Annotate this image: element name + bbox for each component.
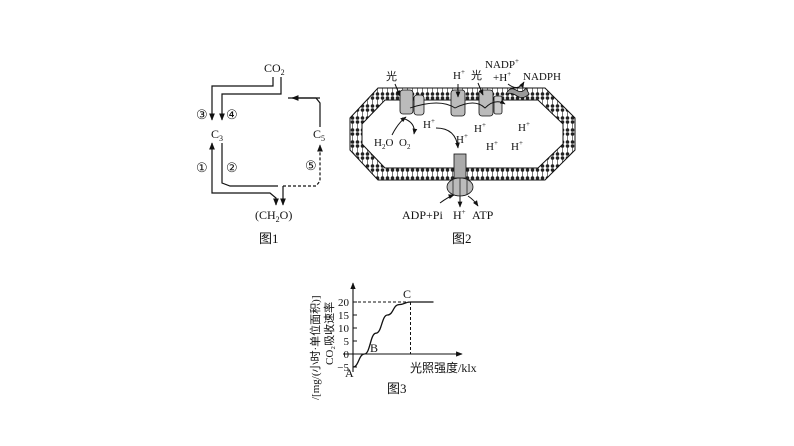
fig2-h-top: H+ — [453, 68, 465, 82]
fig2-light1: 光 — [386, 69, 397, 83]
fig2-atp-synthase-stalk — [453, 153, 467, 179]
fig2-h2o: H2O — [374, 137, 393, 151]
fig3-xlabel: 光照强度/klx — [410, 360, 477, 375]
fig2-h-inner5: H+ — [486, 139, 498, 153]
fig1-step2: ② — [226, 160, 238, 175]
fig2-photosystem-2 — [399, 89, 414, 115]
fig2-h-inner1: H+ — [423, 117, 435, 131]
fig1-co2-label: CO2 — [264, 61, 285, 77]
fig3-point-a: A — [345, 366, 354, 380]
fig2-caption: 图2 — [452, 231, 472, 246]
fig2-h-inner6: H+ — [511, 139, 523, 153]
fig2-o2: O2 — [399, 137, 411, 151]
fig2-h-inner3: H+ — [474, 121, 486, 135]
fig2-h-bottom: H+ — [453, 208, 466, 222]
fig2-h-inner2: H+ — [456, 132, 468, 146]
fig2-nadp: NADP+ — [485, 57, 519, 71]
fig1-calvin-cycle: CO2 C3 C5 ③ ④ ① ② ⑤ (CH2O) 图1 — [196, 61, 325, 246]
fig1-arrow-outer-top — [209, 77, 274, 121]
fig2-enzyme — [505, 87, 530, 98]
fig2-lumen — [361, 99, 564, 169]
fig1-arrow-inner-top — [219, 77, 282, 121]
fig3-ytick-label: 10 — [338, 323, 350, 335]
fig3-ytick-label: 15 — [338, 310, 350, 322]
fig2-thylakoid: 光 光 H+ NADP+ +H+ NADPH H2O O2 H+ H+ H+ H… — [349, 57, 576, 246]
fig1-caption: 图1 — [259, 231, 279, 246]
fig3-ylabel-line1: CO₂吸收速率 — [322, 302, 336, 365]
fig1-step1: ① — [196, 160, 208, 175]
fig1-step5: ⑤ — [305, 158, 317, 173]
fig3-series-line — [352, 301, 434, 368]
fig1-step4: ④ — [226, 107, 238, 122]
fig3-caption: 图3 — [387, 381, 407, 396]
fig2-light2: 光 — [471, 68, 482, 82]
fig3-saturation-guides — [353, 301, 411, 354]
fig3-point-b: B — [370, 341, 378, 355]
fig2-plus-h: +H+ — [493, 70, 511, 84]
fig3-ytick-label: 5 — [344, 336, 350, 348]
fig2-atp: ATP — [472, 208, 494, 222]
fig1-arrow-step2 — [221, 143, 278, 187]
fig2-electron-flow — [409, 99, 506, 109]
fig3-point-c: C — [403, 287, 411, 301]
fig1-arrow-step5-dashed — [283, 144, 323, 187]
fig1-step3: ③ — [196, 107, 208, 122]
fig1-c5-label: C5 — [313, 127, 325, 143]
fig2-h-inner4: H+ — [518, 120, 530, 134]
fig3-ytick-label: 20 — [338, 297, 350, 309]
fig1-arrow-right-top — [288, 97, 321, 120]
fig3-ytick-label: 0 — [344, 349, 350, 361]
fig3-ylabel-line2: /[mg/(小时·单位面积)] — [308, 296, 322, 400]
fig2-adp-pi: ADP+Pi — [402, 208, 443, 222]
fig1-c3-label: C3 — [211, 127, 223, 143]
fig1-ch2o-label: (CH2O) — [255, 208, 292, 224]
fig1-arrow-to-ch2o — [211, 186, 279, 206]
fig2-nadph: NADPH — [523, 71, 561, 83]
fig3-ytick-label: −5 — [337, 362, 349, 374]
